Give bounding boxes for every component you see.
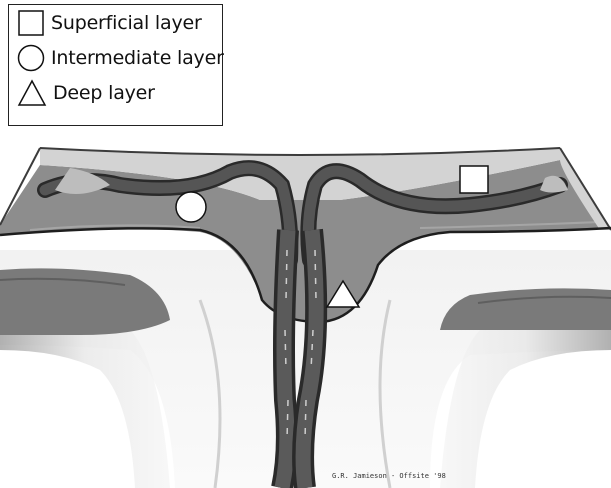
legend-item-intermediate: Intermediate layer xyxy=(17,43,224,73)
legend-label-intermediate: Intermediate layer xyxy=(51,47,224,69)
illustration-credit: G.R. Jamieson - Offsite '98 xyxy=(332,472,446,480)
legend-label-superficial: Superficial layer xyxy=(51,12,202,34)
legend-item-deep: Deep layer xyxy=(17,78,155,108)
legend-item-superficial: Superficial layer xyxy=(17,8,202,38)
legend-label-deep: Deep layer xyxy=(53,82,155,104)
square-marker xyxy=(460,166,488,193)
circle-icon xyxy=(17,44,45,72)
circle-marker xyxy=(176,192,206,222)
square-icon xyxy=(17,9,45,37)
legend: Superficial layer Intermediate layer Dee… xyxy=(8,4,223,126)
triangle-icon xyxy=(17,79,47,107)
